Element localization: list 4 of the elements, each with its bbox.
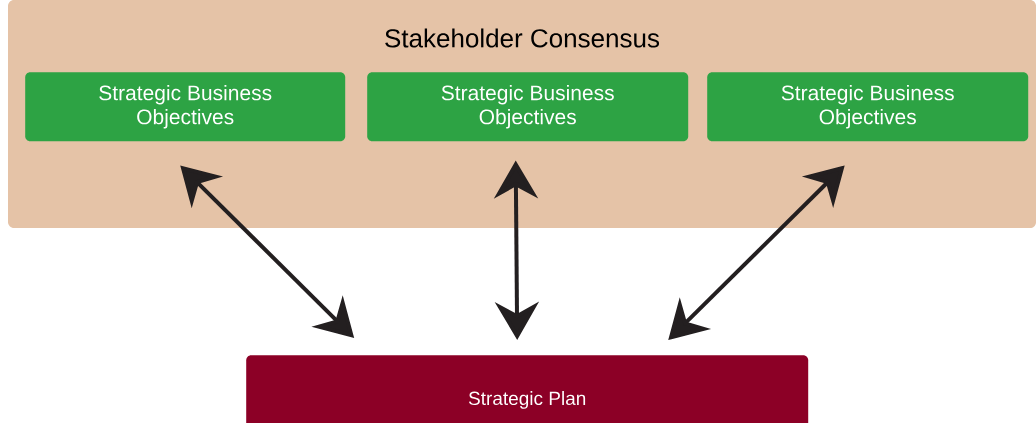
objective-box: Strategic Business Objectives (25, 72, 346, 142)
objective-box: Strategic Business Objectives (367, 72, 689, 142)
objective-box: Strategic Business Objectives (707, 72, 1029, 142)
plan-box: Strategic Plan (246, 355, 809, 423)
